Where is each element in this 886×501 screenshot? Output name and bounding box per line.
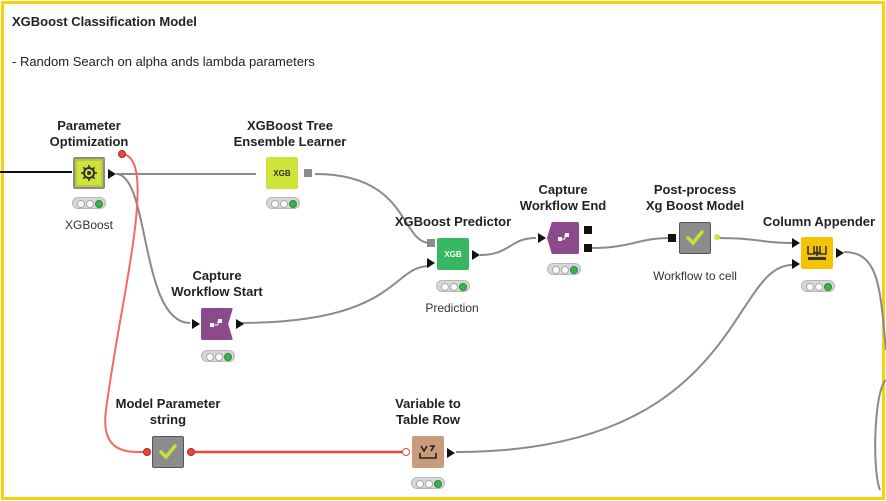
param-opt-title-line2: Optimization xyxy=(49,134,129,149)
capture-end-title-line1: Capture xyxy=(538,182,588,197)
predictor-subtitle[interactable]: Prediction xyxy=(425,301,479,315)
col-appender-status xyxy=(801,280,835,292)
capture-end-status xyxy=(547,263,581,275)
param-opt-status xyxy=(72,197,106,209)
var-row-status xyxy=(411,477,445,489)
col-appender-title: Column Appender xyxy=(763,214,875,230)
capture-start-title: Capture Workflow Start xyxy=(171,268,263,300)
model-param-flow-in-port[interactable] xyxy=(143,448,151,456)
capture-end-out-port-1[interactable] xyxy=(584,226,592,234)
wire-param-opt-to-capture-start xyxy=(115,173,191,324)
col-appender-in-port-1[interactable] xyxy=(792,238,800,248)
predictor-data-in-port[interactable] xyxy=(427,258,435,268)
xgb-icon: XGB xyxy=(266,157,298,189)
capture-start-title-line2: Workflow Start xyxy=(171,284,263,299)
capture-end-out-port-2[interactable] xyxy=(584,244,592,252)
param-opt-out-port[interactable] xyxy=(108,169,116,179)
var-row-out-port[interactable] xyxy=(447,448,455,458)
col-appender-title-line1: Column Appender xyxy=(762,214,876,229)
wire-bottom-right-in xyxy=(874,379,886,491)
capture-start-in-port[interactable] xyxy=(192,319,200,329)
var-row-title-line1: Variable to xyxy=(395,396,461,411)
model-param-title-line2: string xyxy=(149,412,187,427)
predictor-out-port[interactable] xyxy=(472,250,480,260)
annotation-title: XGBoost Classification Model xyxy=(12,14,197,29)
xgb-icon: XGB xyxy=(437,238,469,270)
predictor-title: XGBoost Predictor xyxy=(395,214,511,230)
col-appender-in-port-2[interactable] xyxy=(792,259,800,269)
param-opt-title: Parameter Optimization xyxy=(50,118,129,150)
post-process-title-line2: Xg Boost Model xyxy=(645,198,745,213)
flow-var-wire-param-opt-to-model-param xyxy=(104,153,147,454)
wire-post-process-to-col-appender xyxy=(715,237,793,244)
predictor-model-in-port[interactable] xyxy=(427,239,435,247)
var-row-title: Variable to Table Row xyxy=(395,396,461,428)
post-process-title-line1: Post-process xyxy=(653,182,737,197)
capture-start-icon xyxy=(201,308,233,340)
capture-end-icon xyxy=(547,222,579,254)
wire-predictor-to-capture-end xyxy=(479,237,537,256)
capture-end-in-port[interactable] xyxy=(538,233,546,243)
column-append-icon xyxy=(801,237,833,269)
col-appender-out-port[interactable] xyxy=(836,248,844,258)
var-row-title-line2: Table Row xyxy=(395,412,461,427)
predictor-status xyxy=(436,280,470,292)
capture-start-title-line1: Capture xyxy=(192,268,242,283)
learner-title-line2: Ensemble Learner xyxy=(233,134,347,149)
wire-learner-to-predictor xyxy=(314,173,431,244)
checkmark-icon xyxy=(679,222,711,254)
post-process-in-port[interactable] xyxy=(668,234,676,242)
model-param-flow-out-port[interactable] xyxy=(187,448,195,456)
wire-capture-end-to-post-process xyxy=(591,237,669,249)
post-process-subtitle[interactable]: Workflow to cell xyxy=(653,269,737,283)
post-process-out-port[interactable] xyxy=(714,234,720,240)
learner-title: XGBoost Tree Ensemble Learner xyxy=(234,118,347,150)
capture-start-out-port[interactable] xyxy=(236,319,244,329)
learner-model-out-port[interactable] xyxy=(304,169,312,177)
predictor-title-line1: XGBoost Predictor xyxy=(394,214,512,229)
wire-var-row-to-col-appender xyxy=(455,264,793,453)
wire-col-appender-out xyxy=(843,251,886,351)
var-row-flow-in-port[interactable] xyxy=(402,448,410,456)
capture-end-title-line2: Workflow End xyxy=(519,198,607,213)
variable-to-row-icon xyxy=(412,436,444,468)
learner-status xyxy=(266,197,300,209)
model-param-title-line1: Model Parameter xyxy=(115,396,221,411)
param-opt-icon-box xyxy=(73,157,105,189)
post-process-title: Post-process Xg Boost Model xyxy=(646,182,744,214)
learner-title-line1: XGBoost Tree xyxy=(247,118,333,133)
param-opt-flow-out-port[interactable] xyxy=(118,150,126,158)
param-opt-subtitle[interactable]: XGBoost xyxy=(64,218,114,232)
gear-icon xyxy=(77,161,101,185)
annotation-description: - Random Search on alpha ands lambda par… xyxy=(12,54,315,69)
model-param-title: Model Parameter string xyxy=(116,396,221,428)
capture-start-status xyxy=(201,350,235,362)
param-opt-title-line1: Parameter xyxy=(57,118,121,133)
wire-capture-start-to-predictor xyxy=(236,265,431,324)
checkmark-icon xyxy=(152,436,184,468)
capture-end-title: Capture Workflow End xyxy=(520,182,606,214)
